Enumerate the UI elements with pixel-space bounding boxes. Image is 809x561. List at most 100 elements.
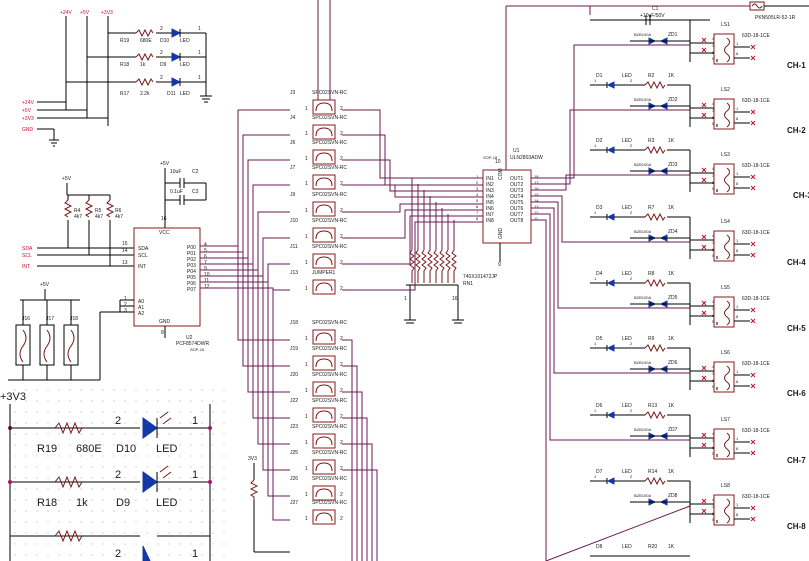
relay-pin: 4 [712, 36, 715, 41]
pin-label: 2 [630, 474, 633, 479]
rn1-element [433, 249, 439, 283]
relay-pin: 5 [712, 186, 715, 191]
u1-com-label: COM [498, 168, 504, 180]
r17-ref: R17 [120, 91, 129, 97]
zoom-led-3-icon [142, 545, 151, 561]
channel-led-value: LED [622, 73, 632, 79]
relay-coil-icon [724, 102, 730, 128]
jumper-pin: 1 [305, 440, 308, 446]
jumper-body [312, 124, 336, 140]
pin-label: 2 [630, 143, 633, 148]
relay-coil-icon [724, 365, 730, 391]
rn1-element [421, 249, 427, 283]
jumper-pin: 1 [305, 131, 308, 137]
jumper-ref: J18 [290, 320, 298, 326]
channel-led-icon [606, 344, 615, 352]
relay-pin: 3 [712, 240, 715, 245]
jumper-ref: J3 [290, 90, 296, 96]
rail-5v-label: +5V [80, 10, 90, 16]
r4-value: 4k7 [74, 214, 82, 220]
u1-in-num: 6 [476, 204, 479, 209]
jumper-pin: 1 [305, 286, 308, 292]
relay-pin: 5 [712, 517, 715, 522]
u2-pin-name: INT [138, 264, 146, 270]
jumper-pin: 2 [340, 466, 343, 472]
switch-j16-ref: J16 [22, 316, 30, 322]
pin-label: 1 [198, 50, 201, 56]
rail-gnd-port: GND [22, 127, 34, 133]
jumper-link-icon [315, 358, 333, 368]
relay-ref: LS4 [721, 219, 730, 225]
jumper-pin: 1 [305, 336, 308, 342]
jumper-pin: 2 [340, 260, 343, 266]
u2-pin-name: A2 [138, 311, 144, 317]
zoom-pin-label: 2 [115, 415, 121, 427]
pin-label: 2 [160, 50, 163, 56]
zoomed-led-detail: +3V3 R19 680E D10 LED 2 1 R18 1k D9 LED … [0, 391, 212, 561]
pin-label: 1 [594, 78, 597, 83]
u2-gnd-pin: 8 [161, 330, 164, 336]
u1-pkg: SOP-18 [483, 155, 498, 160]
u1-in-num: 7 [476, 210, 479, 215]
channel-r-ref: R2 [648, 73, 655, 79]
d11-value: LED [180, 91, 190, 97]
u2-pin-name: A1 [138, 305, 144, 311]
jumper-part: SPC02SVN-RC [312, 424, 347, 430]
relay-part: 63D-18-1CE [742, 163, 770, 169]
relay-pin: 1 [736, 238, 739, 243]
power-rail-labels: +24V +5V +3V3 +24V +5V +3V3 GND [22, 10, 113, 147]
u1-in-name: IN2 [486, 182, 494, 188]
pin-label: 1 [594, 276, 597, 281]
zoom-pin-label: 1 [192, 548, 198, 560]
relay-pin: 5 [712, 319, 715, 324]
relay-pin: 5 [712, 56, 715, 61]
u2-pin-name: P04 [187, 269, 196, 275]
u1-in-num: 1 [476, 174, 479, 179]
rn1-pin1: 1 [404, 296, 407, 302]
jumper-part: SPC02SVN-RC [312, 165, 347, 171]
pin-label: 2 [630, 78, 633, 83]
zener-ref: ZD8 [668, 493, 678, 499]
u1-in-name: IN4 [486, 194, 494, 200]
zener-ref: ZD2 [668, 97, 678, 103]
pin-label: 2 [630, 341, 633, 346]
jumper-pin: 1 [305, 414, 308, 420]
u2-pin-num: 11 [204, 278, 209, 284]
jumper-pin: 2 [340, 516, 343, 522]
jumper-pin: 1 [305, 466, 308, 472]
channel-drive-wire [531, 213, 690, 441]
relay-pin: 1 [736, 502, 739, 507]
r5-value: 4k7 [95, 214, 103, 220]
zoom-led-d9-icon [142, 471, 158, 493]
u2-pin-num: 4 [204, 242, 207, 248]
u2-pin-name: P06 [187, 281, 196, 287]
relay-pin: 4 [712, 364, 715, 369]
relay-pin: 5 [712, 253, 715, 258]
relay-pin: 1 [736, 304, 739, 309]
zoom-d10-ref: D10 [116, 443, 136, 455]
jumper-body [312, 99, 336, 115]
pin-label: 2 [630, 276, 633, 281]
relay-part: 63D-18-1CE [742, 230, 770, 236]
c1-ref: C1 [652, 6, 659, 12]
jumper-part: SPC02SVN-RC [312, 320, 347, 326]
jumper-ref: J10 [290, 218, 298, 224]
led-row-3: R17 2.2k D11 LED 2 1 [66, 75, 206, 97]
u1-out-name: OUT1 [510, 176, 524, 182]
channel-r-value: 1K [668, 469, 675, 475]
rail-24v-label: +24V [60, 10, 72, 16]
jumper-pin: 2 [340, 414, 343, 420]
led-d9-icon [171, 52, 182, 62]
jumper-link-icon [315, 488, 333, 498]
zoom-pin-label: 2 [115, 469, 121, 481]
u2-pin-num: 2 [124, 302, 127, 308]
u1-gnd-label: GND [498, 228, 504, 240]
